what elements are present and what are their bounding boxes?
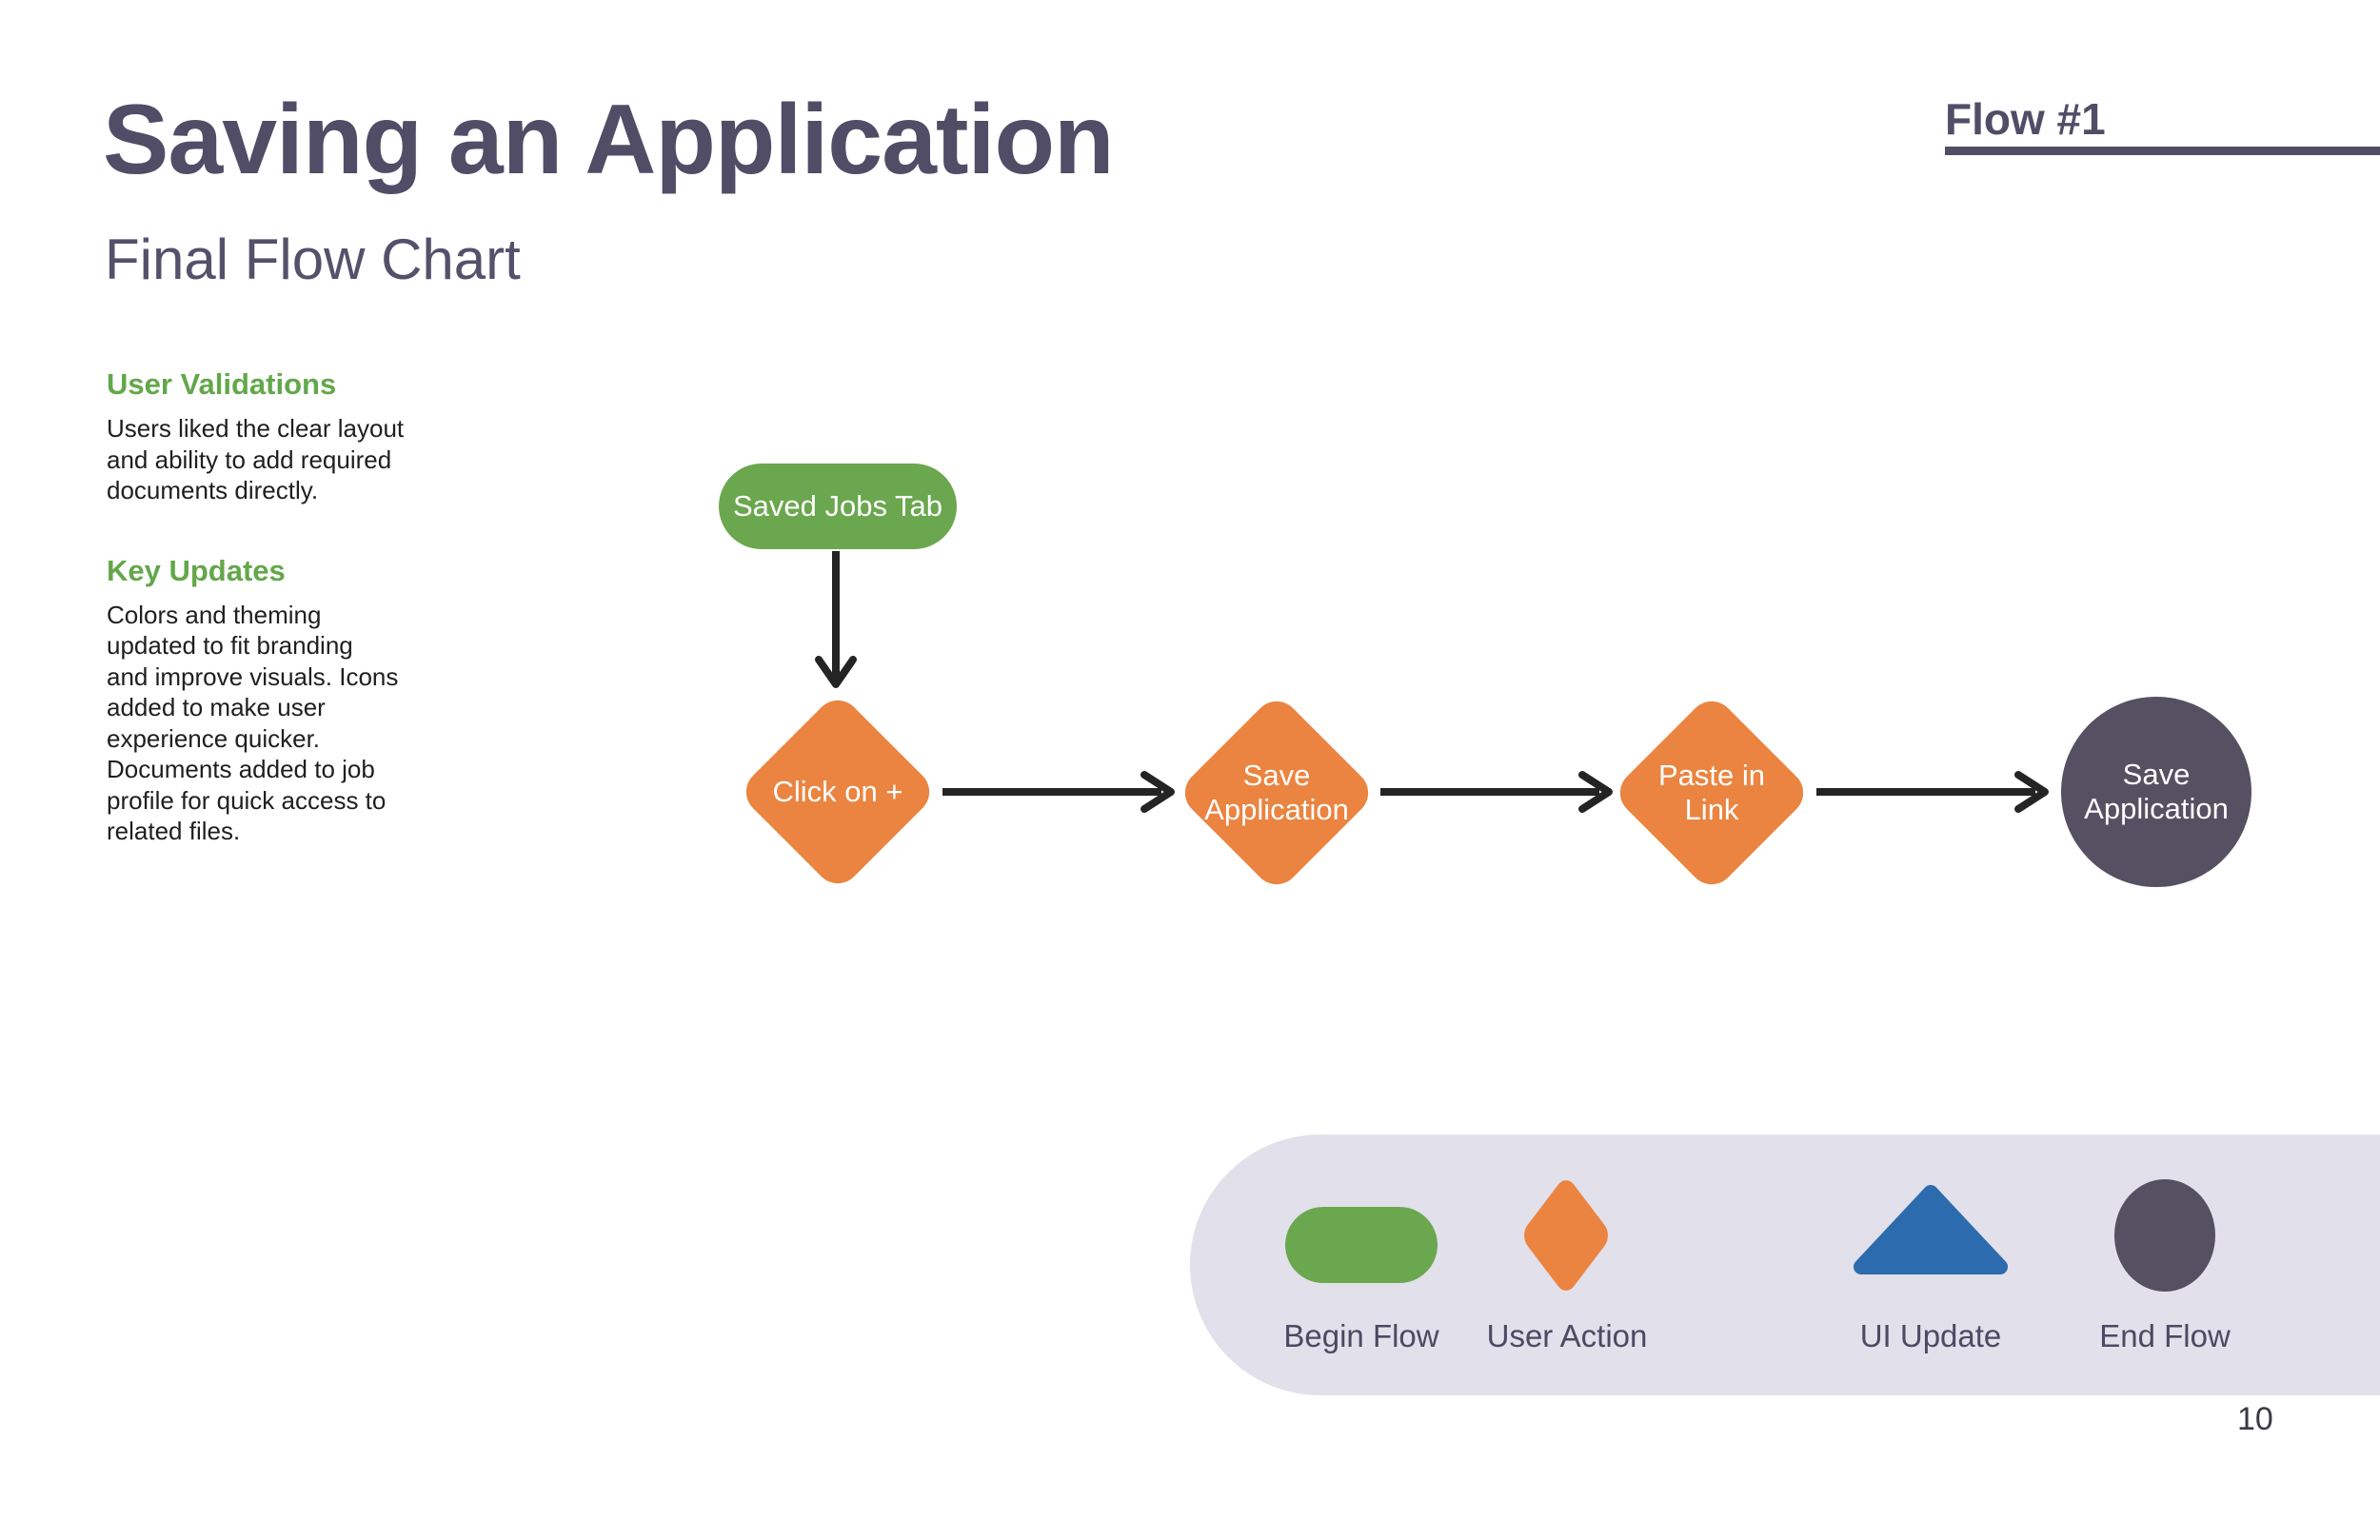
arrow-down-icon: [815, 551, 857, 688]
note-line: and improve visuals. Icons: [107, 661, 399, 691]
flow-node-label: Save Application: [2084, 758, 2229, 825]
note-line: related files.: [107, 817, 241, 845]
flow-tag-divider: [1945, 147, 2380, 155]
note-body-user-validations: Users liked the clear layout and ability…: [107, 413, 421, 506]
flow-number-tag: Flow #1: [1945, 94, 2106, 144]
legend-begin-flow-shape: [1285, 1207, 1438, 1283]
page-number: 10: [2237, 1401, 2273, 1437]
legend-end-flow-shape: [2114, 1179, 2215, 1292]
legend-label-end-flow: End Flow: [2099, 1318, 2231, 1353]
note-line: Colors and theming: [107, 600, 322, 629]
page-title: Saving an Application: [103, 85, 1115, 195]
legend-label-begin-flow: Begin Flow: [1283, 1318, 1439, 1353]
legend-label-ui-update: UI Update: [1859, 1318, 2002, 1353]
page-subtitle: Final Flow Chart: [105, 227, 521, 291]
note-line: Documents added to job: [107, 755, 375, 783]
flow-node-begin: Saved Jobs Tab: [719, 464, 957, 549]
note-line: profile for quick access to: [107, 785, 387, 815]
note-body-key-updates: Colors and theming updated to fit brandi…: [107, 600, 421, 847]
note-line: updated to fit branding: [107, 631, 353, 660]
arrow-right-icon: [942, 771, 1175, 813]
flow-node-label: Save Application: [1204, 759, 1349, 826]
arrow-right-icon: [1380, 771, 1613, 813]
legend-label-user-action: User Action: [1486, 1318, 1648, 1353]
note-heading-key-updates: Key Updates: [107, 553, 286, 587]
arrow-right-icon: [1816, 771, 2049, 813]
flow-node-label: Paste in Link: [1657, 759, 1765, 826]
flow-node-label: Click on +: [772, 775, 903, 808]
note-line: Users liked the clear layout: [107, 414, 405, 443]
note-line: added to make user: [107, 693, 326, 721]
note-line: experience quicker.: [107, 723, 321, 753]
note-line: documents directly.: [107, 476, 319, 504]
flow-node-label: Saved Jobs Tab: [732, 489, 943, 523]
legend-ui-update-shape: [1854, 1185, 2008, 1274]
side-notes: User Validations Users liked the clear l…: [107, 365, 421, 847]
flow-node-end: [2061, 697, 2251, 887]
note-line: and ability to add required: [107, 444, 392, 474]
note-heading-user-validations: User Validations: [107, 367, 337, 401]
